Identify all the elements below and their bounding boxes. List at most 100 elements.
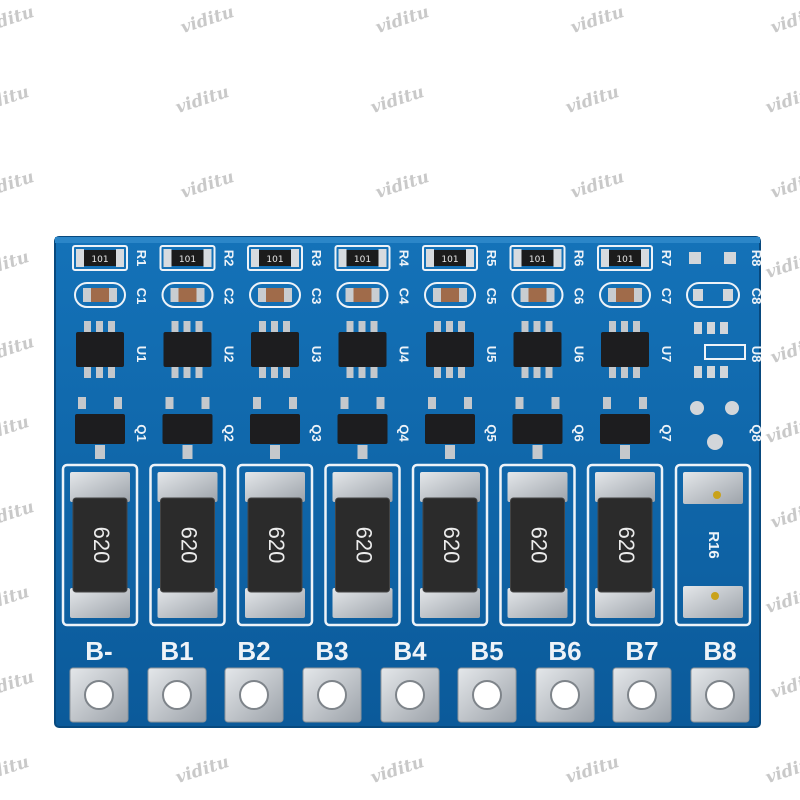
terminal-label: B8: [703, 636, 736, 666]
capacitor-terminal: [634, 288, 642, 302]
transistor-pin: [376, 397, 385, 409]
ic-pin: [621, 321, 628, 333]
transistor-pin: [551, 397, 560, 409]
transistor-pin: [639, 397, 647, 409]
balance-resistor-pad: [332, 472, 393, 502]
capacitor-terminal: [196, 288, 205, 302]
ic-body: [338, 332, 387, 367]
terminal-hole: [550, 680, 580, 710]
empty-pad: [694, 366, 702, 378]
ic-pin: [521, 321, 529, 333]
balance-resistor-body: [160, 497, 215, 593]
ic-pin: [458, 366, 465, 378]
transistor-pin: [445, 445, 455, 459]
transistor-pin: [532, 445, 543, 459]
top-resistor-outline: [159, 245, 216, 271]
capacitor-ref: C8: [749, 288, 764, 305]
capacitor-terminal: [608, 288, 616, 302]
top-resistor-outline: [597, 245, 653, 271]
empty-pad: [690, 401, 704, 415]
empty-pad: [725, 401, 739, 415]
capacitor-ref: C4: [397, 288, 412, 305]
balance-resistor-code: 620: [439, 527, 464, 564]
transistor-ref: Q5: [484, 424, 499, 441]
balance-resistor-pad: [507, 588, 568, 618]
capacitor-body: [345, 288, 380, 302]
transistor-ref: Q7: [659, 424, 674, 441]
terminal-hole: [395, 680, 425, 710]
capacitor-body: [258, 288, 292, 302]
ic-pin: [458, 321, 465, 333]
ic-ref: U1: [134, 346, 149, 363]
capacitor-outline: [686, 282, 740, 308]
ic-ref: U7: [659, 346, 674, 363]
ic-body: [426, 332, 474, 367]
ic-body: [76, 332, 124, 367]
capacitor-terminal: [345, 288, 354, 302]
ic-pin: [609, 366, 616, 378]
ic-pin: [84, 321, 91, 333]
balance-resistor-pad: [683, 586, 743, 618]
top-resistor-outline: [72, 245, 128, 271]
balance-resistor-pad: [245, 472, 305, 502]
balance-resistor-body: [335, 497, 390, 593]
top-resistor-ref: R8: [749, 250, 764, 267]
ic-pin: [545, 366, 553, 378]
transistor-body: [425, 414, 475, 444]
balance-resistor-code: 620: [614, 527, 639, 564]
balance-resistor-body: [510, 497, 565, 593]
balance-resistor-pad: [420, 588, 480, 618]
capacitor-ref: C1: [134, 288, 149, 305]
ic-pin: [283, 366, 290, 378]
terminal-b-minus: B-: [69, 636, 129, 723]
top-resistor-body: [609, 250, 641, 266]
balance-resistor-outline: [674, 463, 752, 627]
transistor-pin: [95, 445, 105, 459]
ic-pin: [533, 366, 541, 378]
terminal-label: B4: [393, 636, 427, 666]
ic-ref: U2: [222, 346, 237, 363]
capacitor-outline: [161, 282, 214, 308]
balance-resistor-pad: [245, 588, 305, 618]
top-resistor-pad: [601, 249, 609, 267]
top-resistor-body: [171, 250, 204, 266]
ic-body: [163, 332, 212, 367]
capacitor-outline: [424, 282, 476, 308]
capacitor-body: [520, 288, 555, 302]
top-resistor-pad: [553, 249, 562, 267]
top-resistor-pad: [251, 249, 259, 267]
ic-pin: [171, 366, 179, 378]
empty-pad: [689, 252, 701, 264]
top-resistor-body: [521, 250, 554, 266]
ic-pin: [533, 321, 541, 333]
top-resistor-ref: R7: [659, 250, 674, 267]
empty-pad: [724, 252, 736, 264]
terminal-b3: B3: [302, 636, 362, 723]
ic-pin: [346, 366, 354, 378]
top-resistor-ref: R4: [397, 250, 412, 267]
ic-pin: [259, 366, 266, 378]
ic-pin: [96, 321, 103, 333]
transistor-ref: Q4: [397, 424, 412, 442]
terminal-label: B1: [160, 636, 193, 666]
capacitor-outline: [336, 282, 389, 308]
top-resistor-ref: R5: [484, 250, 499, 267]
balance-resistor-pad: [157, 472, 218, 502]
capacitor-outline: [249, 282, 301, 308]
transistor-pin: [357, 445, 368, 459]
ic-pin: [446, 321, 453, 333]
terminal-label: B2: [237, 636, 270, 666]
terminal-b4: B4: [380, 636, 440, 723]
top-resistor-pad: [291, 249, 299, 267]
top-resistor-pad: [163, 249, 172, 267]
ic-body: [513, 332, 562, 367]
balance-resistor-pad: [157, 588, 218, 618]
top-resistor-pad: [426, 249, 434, 267]
ic-pin: [346, 321, 354, 333]
balance-resistor-pad: [683, 472, 743, 504]
top-resistor-body: [84, 250, 116, 266]
balance-resistor-outline: [324, 463, 401, 627]
transistor-pin: [464, 397, 472, 409]
